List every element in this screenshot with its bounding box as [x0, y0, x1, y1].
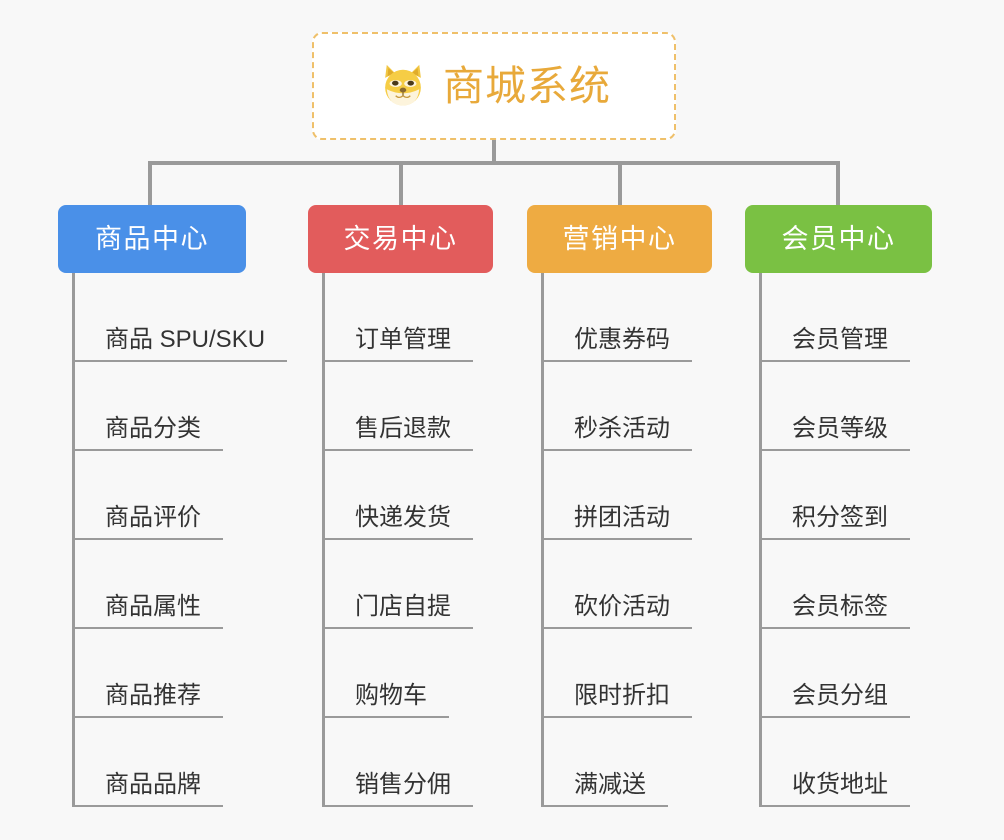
category-label: 交易中心	[343, 223, 458, 254]
leaf-label: 会员等级	[792, 415, 888, 443]
leaf-label: 销售分佣	[355, 771, 451, 799]
leaf-label: 订单管理	[355, 326, 451, 354]
branch-marketing-center: 营销中心 优惠券码 秒杀活动 拼团活动 砍价活动 限时折扣 满减送	[527, 205, 712, 807]
connector-horizontal-bus	[148, 161, 838, 165]
branch-member-center: 会员中心 会员管理 会员等级 积分签到 会员标签 会员分组 收货地址	[745, 205, 932, 807]
leaf-label: 商品推荐	[105, 682, 201, 710]
leaf-label: 会员标签	[792, 593, 888, 621]
connector-drop-member-center	[836, 161, 840, 207]
category-header-member-center[interactable]: 会员中心	[745, 205, 932, 273]
list-item[interactable]: 购物车	[322, 629, 493, 718]
category-header-marketing-center[interactable]: 营销中心	[527, 205, 712, 273]
leaf-list-marketing-center: 优惠券码 秒杀活动 拼团活动 砍价活动 限时折扣 满减送	[541, 273, 712, 807]
connector-drop-marketing-center	[618, 161, 622, 207]
category-header-product-center[interactable]: 商品中心	[58, 205, 246, 273]
list-item[interactable]: 秒杀活动	[541, 362, 712, 451]
branch-spine	[759, 273, 762, 807]
list-item[interactable]: 拼团活动	[541, 451, 712, 540]
list-item[interactable]: 商品评价	[72, 451, 246, 540]
list-item[interactable]: 商品推荐	[72, 629, 246, 718]
category-label: 会员中心	[781, 223, 896, 254]
branch-product-center: 商品中心 商品 SPU/SKU 商品分类 商品评价 商品属性 商品推荐 商品品牌	[58, 205, 288, 807]
leaf-label: 优惠券码	[574, 326, 670, 354]
list-item[interactable]: 订单管理	[322, 273, 493, 362]
connector-drop-trade-center	[399, 161, 403, 207]
list-item[interactable]: 限时折扣	[541, 629, 712, 718]
list-item[interactable]: 售后退款	[322, 362, 493, 451]
leaf-label: 秒杀活动	[574, 415, 670, 443]
list-item[interactable]: 销售分佣	[322, 718, 493, 807]
list-item[interactable]: 优惠券码	[541, 273, 712, 362]
list-item[interactable]: 满减送	[541, 718, 712, 807]
branch-spine	[72, 273, 75, 807]
branch-trade-center: 交易中心 订单管理 售后退款 快递发货 门店自提 购物车 销售分佣	[308, 205, 493, 807]
branch-spine	[541, 273, 544, 807]
leaf-label: 售后退款	[355, 415, 451, 443]
branch-spine	[322, 273, 325, 807]
leaf-label: 商品 SPU/SKU	[105, 326, 266, 354]
list-item[interactable]: 会员分组	[759, 629, 932, 718]
list-item[interactable]: 会员等级	[759, 362, 932, 451]
list-item[interactable]: 商品 SPU/SKU	[72, 273, 288, 362]
leaf-label: 快递发货	[355, 504, 451, 532]
leaf-list-product-center: 商品 SPU/SKU 商品分类 商品评价 商品属性 商品推荐 商品品牌	[72, 273, 288, 807]
list-item[interactable]: 快递发货	[322, 451, 493, 540]
connector-drop-product-center	[148, 161, 152, 207]
leaf-label: 商品评价	[105, 504, 201, 532]
leaf-label: 满减送	[574, 771, 646, 799]
leaf-label: 积分签到	[792, 504, 888, 532]
list-item[interactable]: 砍价活动	[541, 540, 712, 629]
leaf-list-trade-center: 订单管理 售后退款 快递发货 门店自提 购物车 销售分佣	[322, 273, 493, 807]
leaf-label: 商品属性	[105, 593, 201, 621]
list-item[interactable]: 会员管理	[759, 273, 932, 362]
category-label: 商品中心	[95, 223, 209, 254]
list-item[interactable]: 收货地址	[759, 718, 932, 807]
shiba-dog-face-icon	[385, 64, 421, 108]
list-item[interactable]: 商品分类	[72, 362, 246, 451]
list-item[interactable]: 积分签到	[759, 451, 932, 540]
leaf-label: 会员管理	[792, 326, 888, 354]
category-label: 营销中心	[562, 223, 677, 254]
leaf-label: 砍价活动	[574, 593, 670, 621]
category-header-trade-center[interactable]: 交易中心	[308, 205, 493, 273]
root-title: 商城系统	[443, 62, 611, 109]
leaf-label: 拼团活动	[574, 504, 670, 532]
leaf-label: 商品品牌	[105, 771, 201, 799]
list-item[interactable]: 会员标签	[759, 540, 932, 629]
leaf-label: 会员分组	[792, 682, 888, 710]
leaf-label: 门店自提	[355, 593, 451, 621]
list-item[interactable]: 商品品牌	[72, 718, 246, 807]
leaf-label: 限时折扣	[574, 682, 670, 710]
root-node-mall-system[interactable]: 商城系统	[312, 32, 676, 140]
list-item[interactable]: 门店自提	[322, 540, 493, 629]
leaf-list-member-center: 会员管理 会员等级 积分签到 会员标签 会员分组 收货地址	[759, 273, 932, 807]
leaf-label: 商品分类	[105, 415, 201, 443]
leaf-label: 购物车	[355, 682, 427, 710]
connector-root-stem	[492, 140, 496, 164]
list-item[interactable]: 商品属性	[72, 540, 246, 629]
leaf-label: 收货地址	[792, 771, 888, 799]
